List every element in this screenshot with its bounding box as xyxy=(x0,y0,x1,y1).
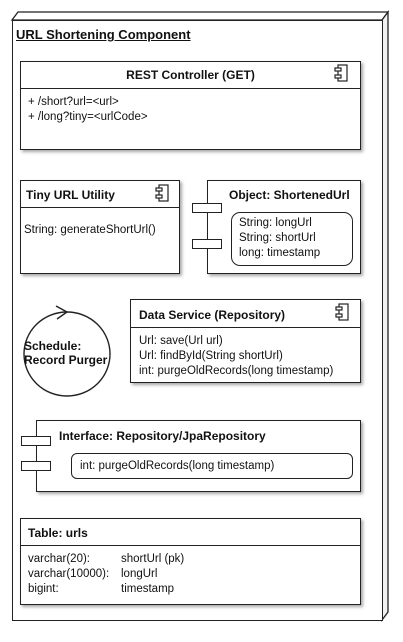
package-title: URL Shortening Component xyxy=(16,27,191,42)
rest-controller-endpoint-long: + /long?tiny=<urlCode> xyxy=(28,111,148,123)
schedule-label[interactable]: Schedule: Record Purger xyxy=(24,339,107,367)
data-service-method-findbyid: Url: findById(String shortUrl) xyxy=(139,350,283,362)
urls-table[interactable]: Table: urls varchar(20): shortUrl (pk) v… xyxy=(20,518,361,605)
schedule-ellipse xyxy=(23,305,111,397)
tiny-url-utility-divider xyxy=(21,207,179,208)
shortened-url-title: Object: ShortenedUrl xyxy=(229,188,350,202)
tiny-url-utility-method: String: generateShortUrl() xyxy=(24,224,156,236)
urls-table-divider xyxy=(21,545,360,546)
data-service-divider xyxy=(131,327,360,328)
interface-tab-bottom xyxy=(21,461,51,471)
column-type: varchar(20): xyxy=(28,553,90,565)
shortened-url-field-shorturl: String: shortUrl xyxy=(239,232,316,244)
interface-tab-top xyxy=(21,436,51,446)
repository-interface-method-box: int: purgeOldRecords(long timestamp) xyxy=(71,453,353,479)
urls-table-title: Table: urls xyxy=(28,526,88,540)
shortened-url-field-timestamp: long: timestamp xyxy=(239,247,321,259)
rest-controller-endpoint-short: + /short?url=<url> xyxy=(28,96,119,108)
table-row: varchar(20): shortUrl (pk) xyxy=(28,552,184,567)
component-icon xyxy=(155,184,169,202)
schedule-label-line1: Schedule: xyxy=(24,339,82,353)
interface-tab-top xyxy=(192,203,222,213)
data-service-method-save: Url: save(Url url) xyxy=(139,335,223,347)
tiny-url-utility-component[interactable]: Tiny URL Utility String: generateShortUr… xyxy=(20,180,180,274)
column-name: longUrl xyxy=(121,568,158,580)
data-service-method-purge: int: purgeOldRecords(long timestamp) xyxy=(139,365,334,377)
component-icon xyxy=(334,64,348,82)
rest-controller-title: REST Controller (GET) xyxy=(126,68,255,82)
table-row: bigint: timestamp xyxy=(28,582,184,597)
data-service-title: Data Service (Repository) xyxy=(139,308,286,322)
repository-interface[interactable]: Interface: Repository/JpaRepository int:… xyxy=(36,420,361,492)
schedule-label-line2: Record Purger xyxy=(24,353,108,367)
shortened-url-object[interactable]: Object: ShortenedUrl String: longUrl Str… xyxy=(207,180,361,274)
component-icon xyxy=(335,303,349,321)
tiny-url-utility-title: Tiny URL Utility xyxy=(26,188,115,202)
shortened-url-fields-box: String: longUrl String: shortUrl long: t… xyxy=(231,212,353,266)
repository-interface-title: Interface: Repository/JpaRepository xyxy=(59,429,266,443)
column-type: varchar(10000): xyxy=(28,568,110,580)
table-row: varchar(10000): longUrl xyxy=(28,567,184,582)
rest-controller-divider xyxy=(21,88,360,89)
data-service-component[interactable]: Data Service (Repository) Url: save(Url … xyxy=(130,299,361,383)
urls-table-rows: varchar(20): shortUrl (pk) varchar(10000… xyxy=(28,552,184,597)
rest-controller-component[interactable]: REST Controller (GET) + /short?url=<url>… xyxy=(20,61,361,150)
repository-interface-method: int: purgeOldRecords(long timestamp) xyxy=(80,460,275,472)
column-name: timestamp xyxy=(121,583,175,595)
column-name: shortUrl (pk) xyxy=(121,553,185,565)
interface-tab-bottom xyxy=(192,239,222,249)
shortened-url-field-longurl: String: longUrl xyxy=(239,217,312,229)
column-type: bigint: xyxy=(28,583,59,595)
